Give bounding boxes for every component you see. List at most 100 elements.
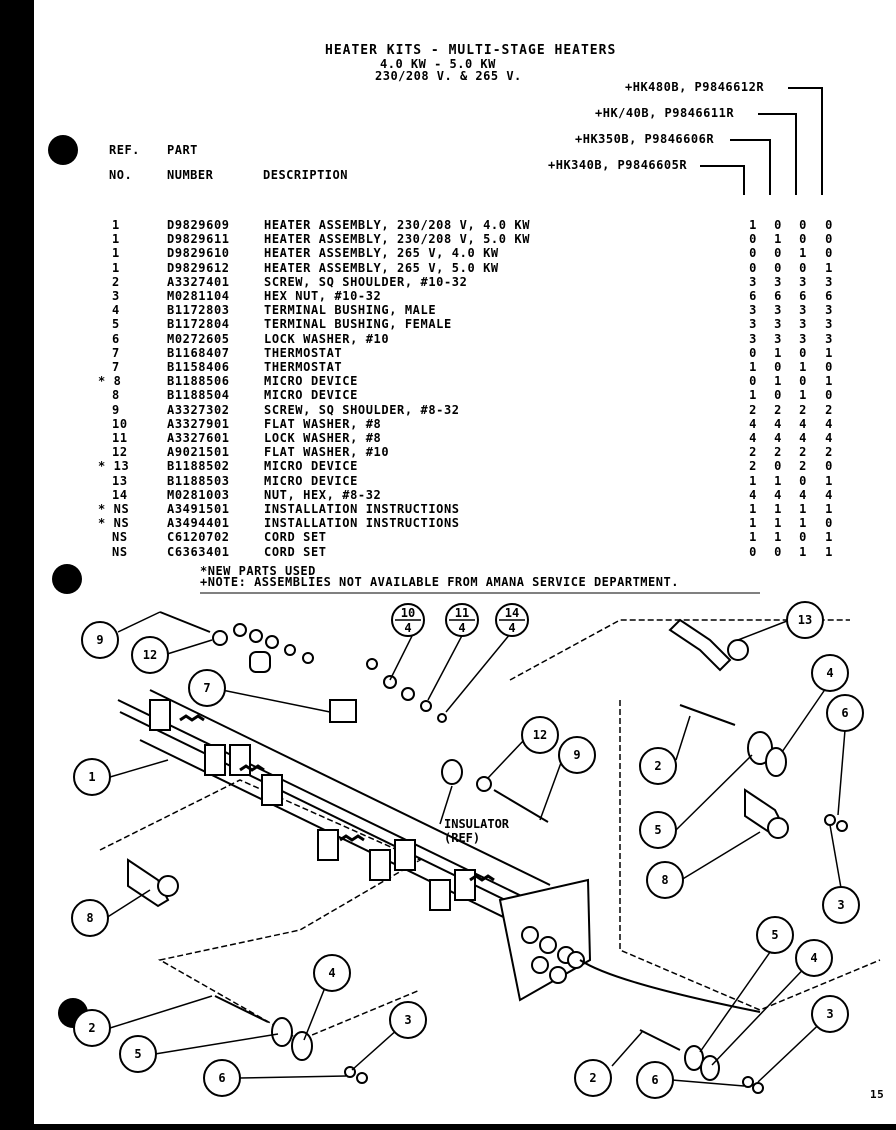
callout-circle <box>188 669 226 707</box>
quantity-cell: 6 <box>825 289 833 303</box>
quantity-cell: 3 <box>749 303 757 318</box>
quantity-cell: 1 <box>825 502 833 516</box>
quantity-cell: 2 <box>774 445 782 460</box>
callout-label: 3 <box>826 1007 833 1021</box>
col-ref-label: REF. <box>109 143 140 157</box>
quantity-cell: 0 <box>774 246 782 261</box>
callout-label: 4 <box>328 966 335 980</box>
callout-label: 7 <box>203 681 210 695</box>
callout-circle <box>203 1059 241 1097</box>
part-description: SCREW, SQ SHOULDER, #10-32 <box>264 274 468 289</box>
callout-circle <box>119 1035 157 1073</box>
quantity-cell: 3 <box>799 331 807 346</box>
quantity-cell: 4 <box>749 431 757 445</box>
part-description: THERMOSTAT <box>264 345 343 360</box>
quantity-cell: 0 <box>825 246 833 261</box>
quantity-cell: 3 <box>799 303 807 318</box>
ref-number: 4 <box>112 303 120 318</box>
quantity-cell: 0 <box>825 232 833 247</box>
quantity-cell: 3 <box>799 274 807 289</box>
quantity-cell: 4 <box>749 416 757 431</box>
quantity-cell: 1 <box>774 502 782 516</box>
ref-number: 2 <box>112 274 120 289</box>
quantity-cell: 1 <box>799 544 807 559</box>
page-edge <box>0 0 34 1130</box>
quantity-cell: 0 <box>749 232 757 247</box>
quantity-cell: 0 <box>825 459 833 474</box>
ref-number: * 8 <box>98 374 122 389</box>
model-header-hk480b: +HK480B, P9846612R <box>625 80 765 94</box>
part-description: CORD SET <box>264 544 327 559</box>
part-number: D9829611 <box>167 232 230 247</box>
ref-number: 9 <box>112 402 120 417</box>
quantity-cell: 0 <box>799 218 807 232</box>
quantity-cell: 0 <box>774 388 782 403</box>
callout-label: 8 <box>86 911 93 925</box>
quantity-cell: 4 <box>825 431 833 445</box>
insulator-ref-label: (REF) <box>444 831 480 845</box>
callout-circle <box>131 636 169 674</box>
quantity-cell: 1 <box>825 530 833 545</box>
binder-hole <box>48 135 78 165</box>
callout-circle <box>521 716 559 754</box>
quantity-cell: 6 <box>774 289 782 303</box>
part-number: A3327302 <box>167 402 230 417</box>
ref-number: 1 <box>112 260 120 275</box>
callout-label: 14 <box>505 606 519 620</box>
quantity-cell: 3 <box>749 317 757 332</box>
callout-label: 9 <box>573 748 580 762</box>
quantity-cell: 0 <box>774 544 782 559</box>
ref-number: 7 <box>112 360 120 374</box>
quantity-cell: 1 <box>774 374 782 389</box>
part-description: MICRO DEVICE <box>264 473 358 488</box>
quantity-cell: 3 <box>799 317 807 332</box>
part-description: MICRO DEVICE <box>264 388 358 403</box>
quantity-cell: 1 <box>774 530 782 545</box>
quantity-cell: 4 <box>825 416 833 431</box>
callout-label: 3 <box>837 898 844 912</box>
model-header-hk340b: +HK340B, P9846605R <box>548 158 688 172</box>
quantity-cell: 1 <box>774 473 782 488</box>
part-number: B1188506 <box>167 374 230 389</box>
callout-label: 4 <box>458 621 465 635</box>
ref-number: 3 <box>112 289 120 303</box>
quantity-cell: 1 <box>799 246 807 261</box>
callout-label: 2 <box>88 1021 95 1035</box>
quantity-cell: 4 <box>749 487 757 502</box>
quantity-cell: 1 <box>825 345 833 360</box>
quantity-cell: 1 <box>774 232 782 247</box>
model-header-hk440b: +HK/40B, P9846611R <box>595 106 735 120</box>
part-number: A3327401 <box>167 274 230 289</box>
callout-label: 4 <box>810 951 817 965</box>
quantity-cell: 3 <box>825 303 833 318</box>
model-header-hk350b: +HK350B, P9846606R <box>575 132 715 146</box>
ref-number: 10 <box>112 416 128 431</box>
callout-circle <box>639 811 677 849</box>
callout-label: 3 <box>404 1013 411 1027</box>
part-number: A9021501 <box>167 445 230 460</box>
quantity-cell: 1 <box>825 544 833 559</box>
ref-number: NS <box>112 544 128 559</box>
callout-label: 5 <box>134 1047 141 1061</box>
callout-label: 1 <box>88 770 95 784</box>
quantity-cell: 1 <box>825 473 833 488</box>
quantity-cell: 1 <box>825 260 833 275</box>
quantity-cell: 3 <box>774 303 782 318</box>
quantity-cell: 3 <box>825 274 833 289</box>
quantity-cell: 2 <box>749 445 757 460</box>
quantity-cell: 0 <box>825 516 833 531</box>
note-new-parts: *NEW PARTS USED <box>200 564 316 578</box>
ref-number: 1 <box>112 232 120 247</box>
binder-hole <box>52 564 82 594</box>
ref-number: 6 <box>112 331 120 346</box>
quantity-cell: 0 <box>749 246 757 261</box>
callout-circle <box>795 939 833 977</box>
callout-circle <box>826 694 864 732</box>
callout-label: 6 <box>218 1071 225 1085</box>
ref-number: 1 <box>112 246 120 261</box>
insulator-label: INSULATOR <box>444 817 510 831</box>
callout-circle <box>574 1059 612 1097</box>
quantity-cell: 3 <box>825 317 833 332</box>
quantity-cell: 2 <box>799 459 807 474</box>
